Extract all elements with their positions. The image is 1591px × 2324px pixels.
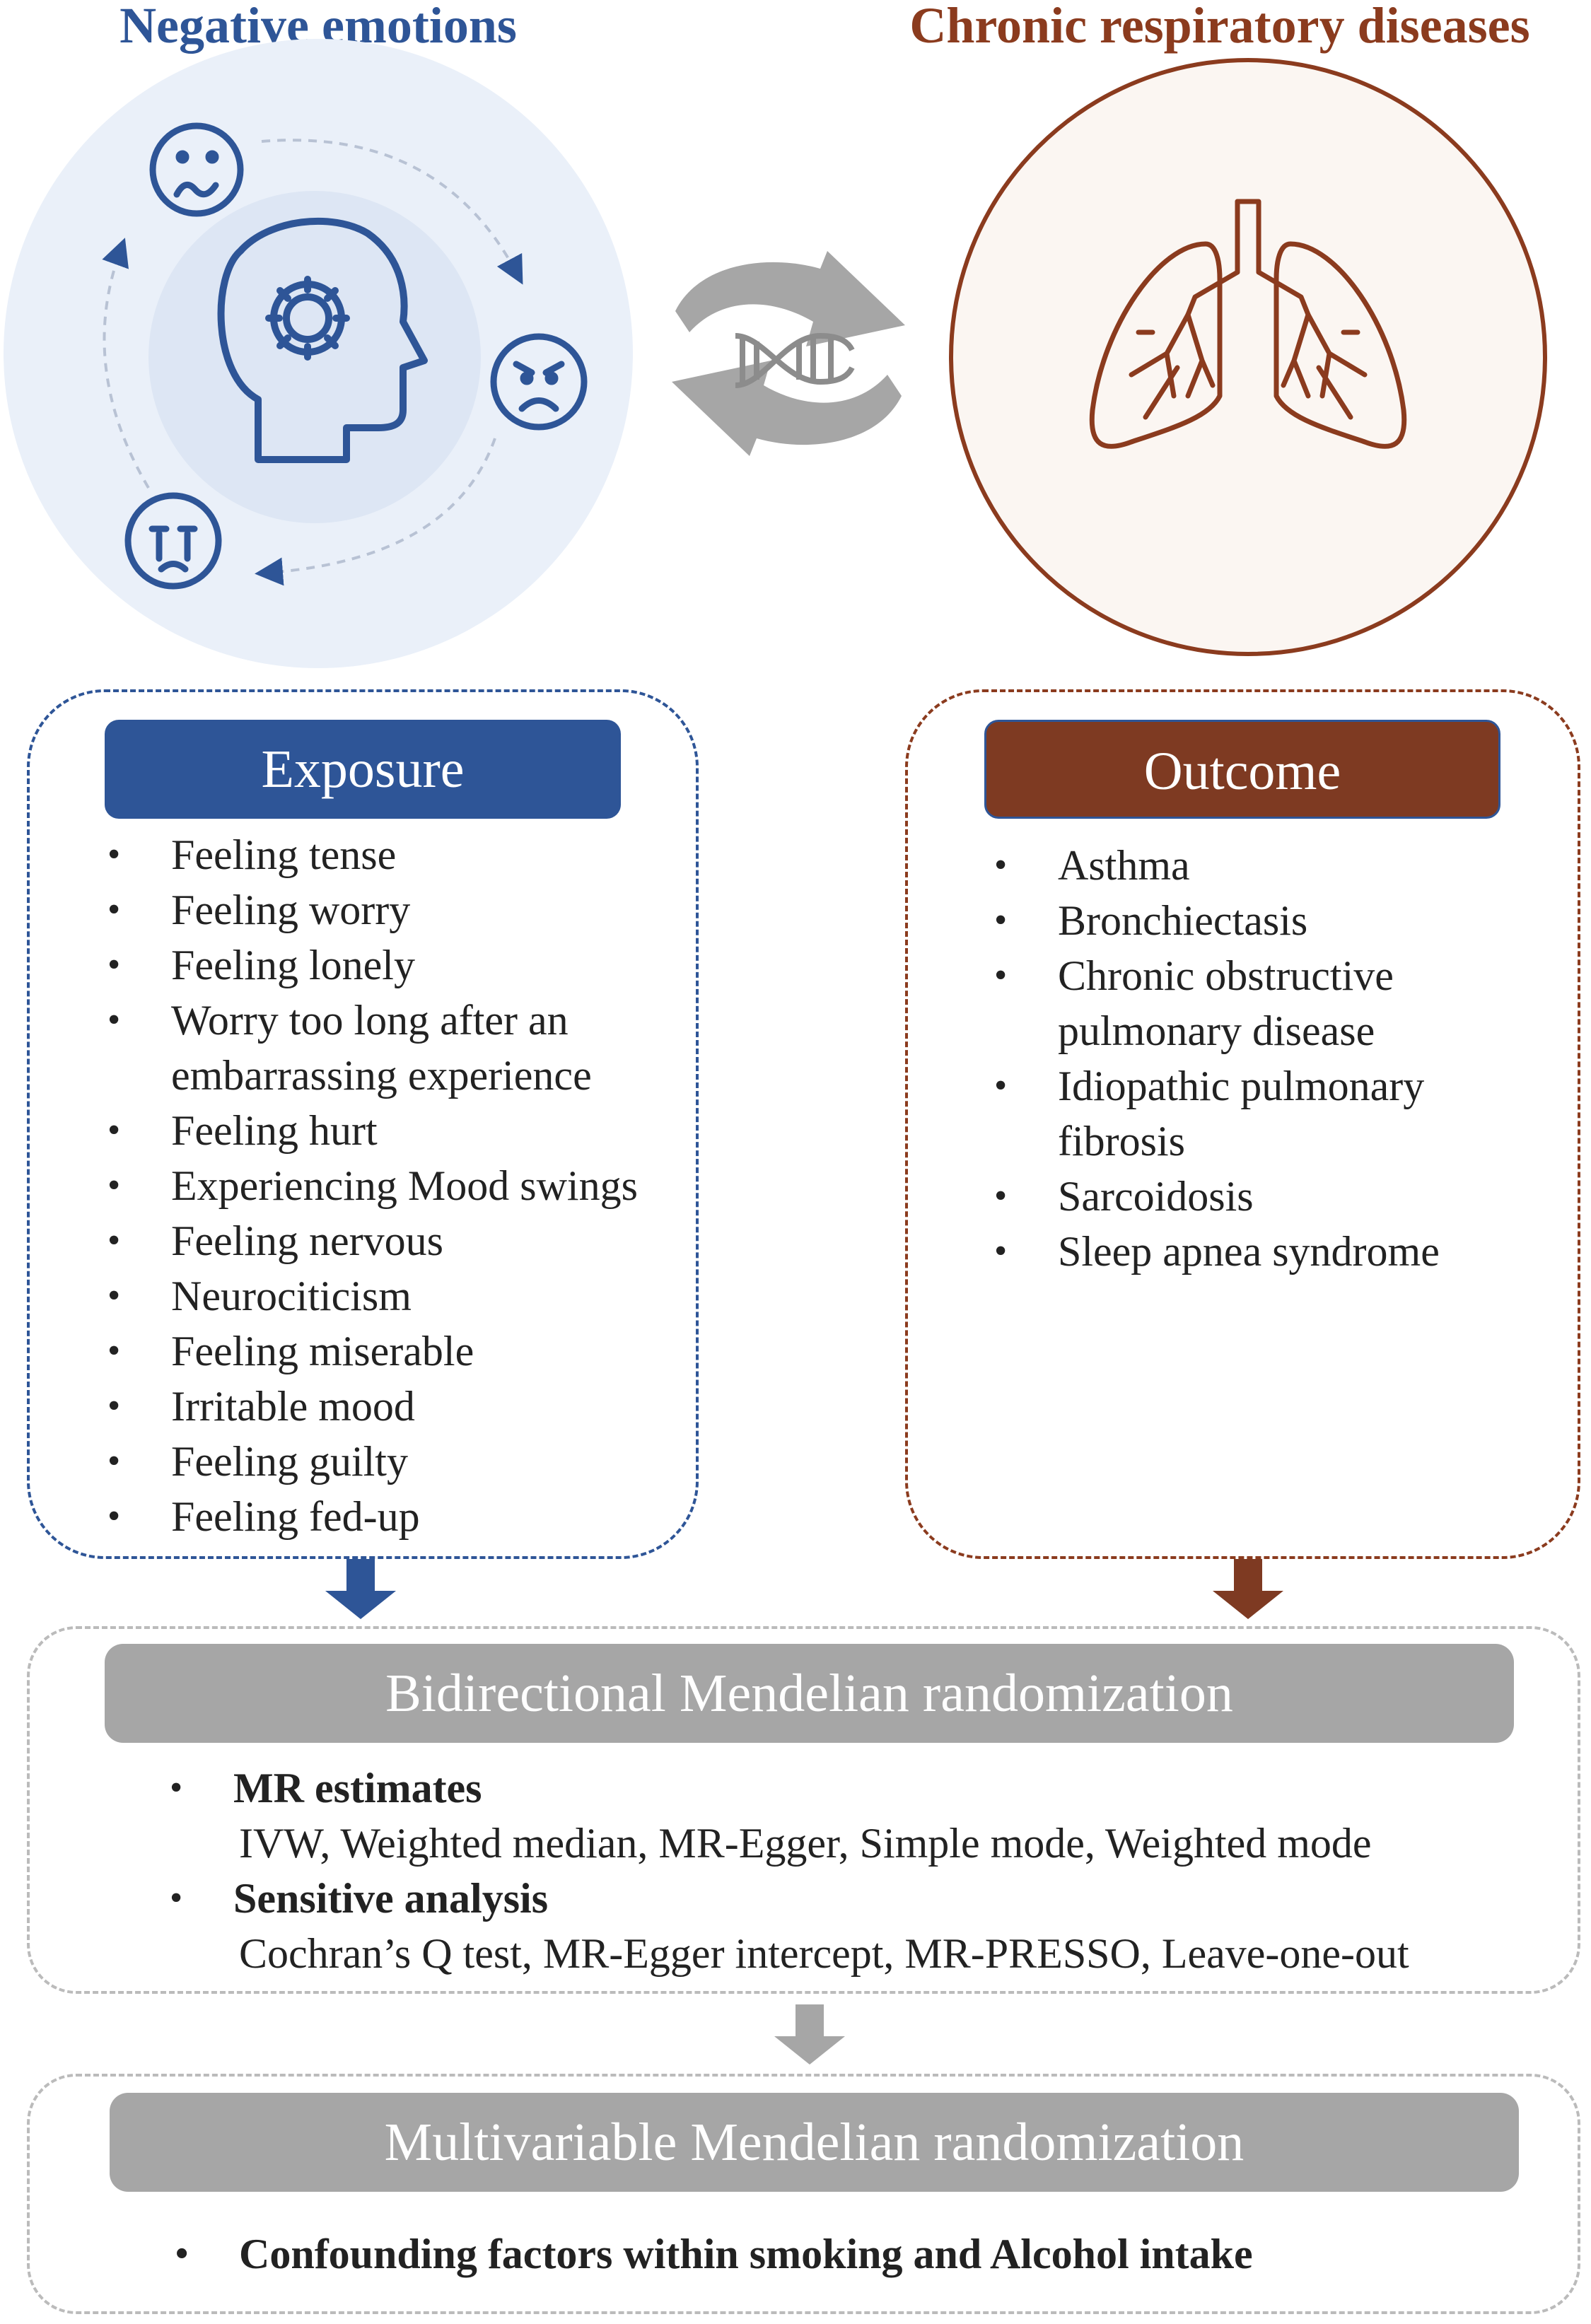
exposure-item: Experiencing Mood swings — [171, 1162, 638, 1209]
mr-estimates-detail: IVW, Weighted median, MR-Egger, Simple m… — [239, 1820, 1372, 1867]
bullet: • — [994, 1065, 1008, 1106]
exposure-box — [27, 689, 699, 1559]
list-item: • Irritable mood — [107, 1379, 694, 1434]
outcome-item: Idiopathic pulmonary fibrosis — [1058, 1063, 1425, 1164]
bullet: • — [107, 1000, 121, 1040]
dna-icon — [735, 332, 855, 388]
exposure-item: Irritable mood — [171, 1383, 415, 1430]
crying-face-icon — [124, 492, 222, 590]
list-item: • Feeling nervous — [107, 1213, 694, 1268]
list-item: • Neurociticism — [107, 1268, 694, 1324]
outcome-list: • Asthma • Bronchiectasis • Chronic obstruc… — [994, 838, 1553, 1279]
exposure-item: Neurociticism — [171, 1273, 412, 1319]
mr-details: • MR estimates IVW, Weighted median, MR-… — [170, 1760, 1563, 1981]
sensitive-analysis-detail: Cochran’s Q test, MR-Egger intercept, MR… — [239, 1930, 1409, 1977]
list-item: • Chronic obstructive pulmonary disease — [994, 948, 1553, 1058]
bullet: • — [994, 845, 1008, 885]
cycle-arrow-left — [102, 238, 150, 489]
bidirectional-mr-header: Bidirectional Mendelian randomization — [105, 1644, 1514, 1743]
exposure-item: Feeling lonely — [171, 942, 415, 988]
exposure-list: • Feeling tense • Feeling worry • Feeling l… — [107, 827, 694, 1544]
bullet: • — [107, 945, 121, 985]
list-item: • Feeling lonely — [107, 938, 694, 993]
list-item: • Sarcoidosis — [994, 1169, 1553, 1224]
lungs-icon — [1089, 199, 1407, 449]
bullet: • — [107, 889, 121, 930]
cycle-arrow-bottom — [255, 438, 496, 586]
exposure-item: Feeling worry — [171, 887, 411, 933]
bullet: • — [107, 1441, 121, 1481]
bullet: • — [107, 1220, 121, 1261]
bullet: • — [175, 2234, 189, 2274]
confounding-item: • Confounding factors within smoking and… — [175, 2226, 1554, 2282]
bullet: • — [107, 1331, 121, 1371]
exposure-item: Feeling fed-up — [171, 1493, 420, 1540]
list-item: • Feeling hurt — [107, 1103, 694, 1158]
bullet: • — [994, 900, 1008, 940]
bullet: • — [994, 955, 1008, 995]
sensitive-analysis-title: Sensitive analysis — [233, 1875, 549, 1922]
outcome-item: Sleep apnea syndrome — [1058, 1228, 1440, 1275]
list-item: • Asthma — [994, 838, 1553, 893]
exposure-down-arrow — [325, 1559, 396, 1619]
bullet: • — [107, 1496, 121, 1536]
outcome-item: Asthma — [1058, 842, 1190, 889]
emotions-inner-circle — [148, 191, 481, 523]
outcome-item: Bronchiectasis — [1058, 897, 1308, 944]
mr-down-arrow — [774, 2004, 845, 2065]
list-item: • Feeling miserable — [107, 1324, 694, 1379]
exposure-item: Feeling hurt — [171, 1107, 378, 1154]
list-item: • Feeling tense — [107, 827, 694, 882]
bullet: • — [107, 1110, 121, 1150]
bullet: • — [994, 1176, 1008, 1216]
bidirectional-arrows-icon — [672, 251, 905, 456]
outcome-item: Sarcoidosis — [1058, 1173, 1254, 1220]
bidirectional-mr-box — [27, 1626, 1580, 1994]
angry-face-icon — [490, 333, 588, 431]
cycle-arrow-top — [261, 139, 523, 285]
exposure-item: Worry too long after an embarrassing exp… — [171, 997, 592, 1099]
respiratory-circle — [949, 58, 1547, 656]
bullet: • — [107, 834, 121, 875]
exposure-header: Exposure — [105, 720, 621, 819]
list-item: • Feeling guilty — [107, 1434, 694, 1489]
list-item: • Feeling worry — [107, 882, 694, 938]
list-item: • Experiencing Mood swings — [107, 1158, 694, 1213]
multivariable-mr-box — [27, 2074, 1580, 2314]
exposure-item: Feeling guilty — [171, 1438, 408, 1485]
confounding-text: Confounding factors within smoking and A… — [239, 2231, 1253, 2277]
list-item: • Feeling fed-up — [107, 1489, 694, 1544]
sensitive-analysis-section: • Sensitive analysis Cochran’s Q test, M… — [170, 1871, 1563, 1981]
list-item: • Sleep apnea syndrome — [994, 1224, 1553, 1279]
outcome-down-arrow — [1213, 1559, 1283, 1619]
outcome-header: Outcome — [984, 720, 1500, 819]
bullet: • — [107, 1165, 121, 1205]
outcome-item: Chronic obstructive pulmonary disease — [1058, 952, 1394, 1054]
chronic-respiratory-diseases-title: Chronic respiratory diseases — [909, 0, 1530, 54]
bullet: • — [994, 1231, 1008, 1271]
bullet: • — [107, 1275, 121, 1316]
head-gear-icon — [217, 217, 428, 463]
exposure-item: Feeling tense — [171, 831, 397, 878]
multivariable-mr-header: Multivariable Mendelian randomization — [110, 2093, 1519, 2192]
bullet: • — [170, 1768, 183, 1808]
mr-estimates-title: MR estimates — [233, 1765, 482, 1811]
list-item: • Bronchiectasis — [994, 893, 1553, 948]
exposure-item: Feeling nervous — [171, 1218, 443, 1264]
sad-face-icon — [149, 122, 244, 217]
list-item: • Idiopathic pulmonary fibrosis — [994, 1058, 1553, 1169]
outcome-box — [905, 689, 1580, 1559]
mr-estimates-section: • MR estimates IVW, Weighted median, MR-… — [170, 1760, 1563, 1871]
list-item: • Worry too long after an embarrassing ex… — [107, 993, 694, 1103]
bullet: • — [170, 1878, 183, 1918]
bullet: • — [107, 1386, 121, 1426]
exposure-item: Feeling miserable — [171, 1328, 474, 1374]
